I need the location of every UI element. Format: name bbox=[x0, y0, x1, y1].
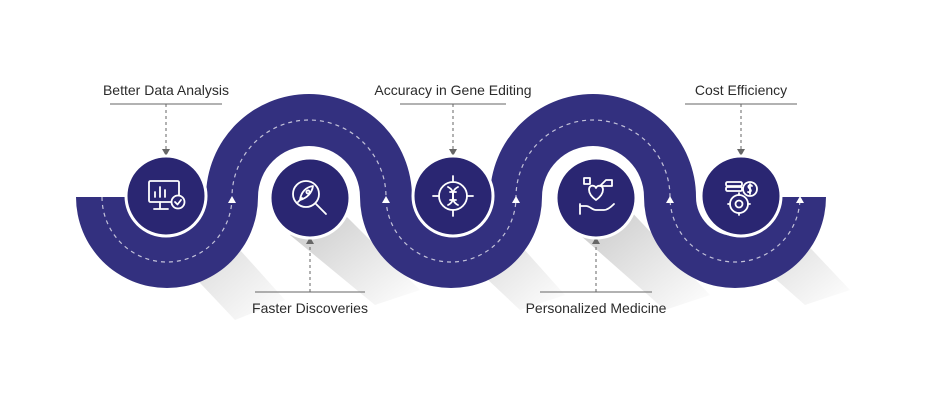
label-better-data-analysis: Better Data Analysis bbox=[102, 82, 230, 98]
node-cost-efficiency bbox=[699, 154, 783, 238]
track-arrow-1 bbox=[228, 196, 236, 203]
monitor-analytics-icon bbox=[148, 180, 186, 210]
dna-target-icon bbox=[432, 175, 474, 217]
wave-dashed-track bbox=[101, 119, 801, 263]
track-arrows bbox=[228, 196, 804, 203]
hand-heart-icon bbox=[579, 177, 615, 215]
node-personalized-medicine bbox=[554, 156, 638, 240]
track-arrow-3 bbox=[512, 196, 520, 203]
track-arrow-2 bbox=[382, 196, 390, 203]
track-arrow-4 bbox=[666, 196, 674, 203]
wave-band bbox=[76, 94, 826, 288]
connectors bbox=[110, 103, 797, 293]
label-faster-discoveries: Faster Discoveries bbox=[252, 300, 368, 316]
label-accuracy-gene-editing: Accuracy in Gene Editing bbox=[374, 82, 532, 98]
label-personalized-medicine: Personalized Medicine bbox=[525, 300, 667, 316]
track-arrow-5 bbox=[796, 196, 804, 203]
magnifier-rocket-icon bbox=[292, 180, 327, 215]
label-cost-efficiency: Cost Efficiency bbox=[694, 82, 788, 98]
node-better-data-analysis bbox=[124, 154, 208, 238]
node-faster-discoveries bbox=[268, 156, 352, 240]
coins-gear-icon bbox=[725, 181, 758, 216]
connector-arrowheads bbox=[162, 149, 745, 244]
node-accuracy-gene-editing bbox=[411, 154, 495, 238]
